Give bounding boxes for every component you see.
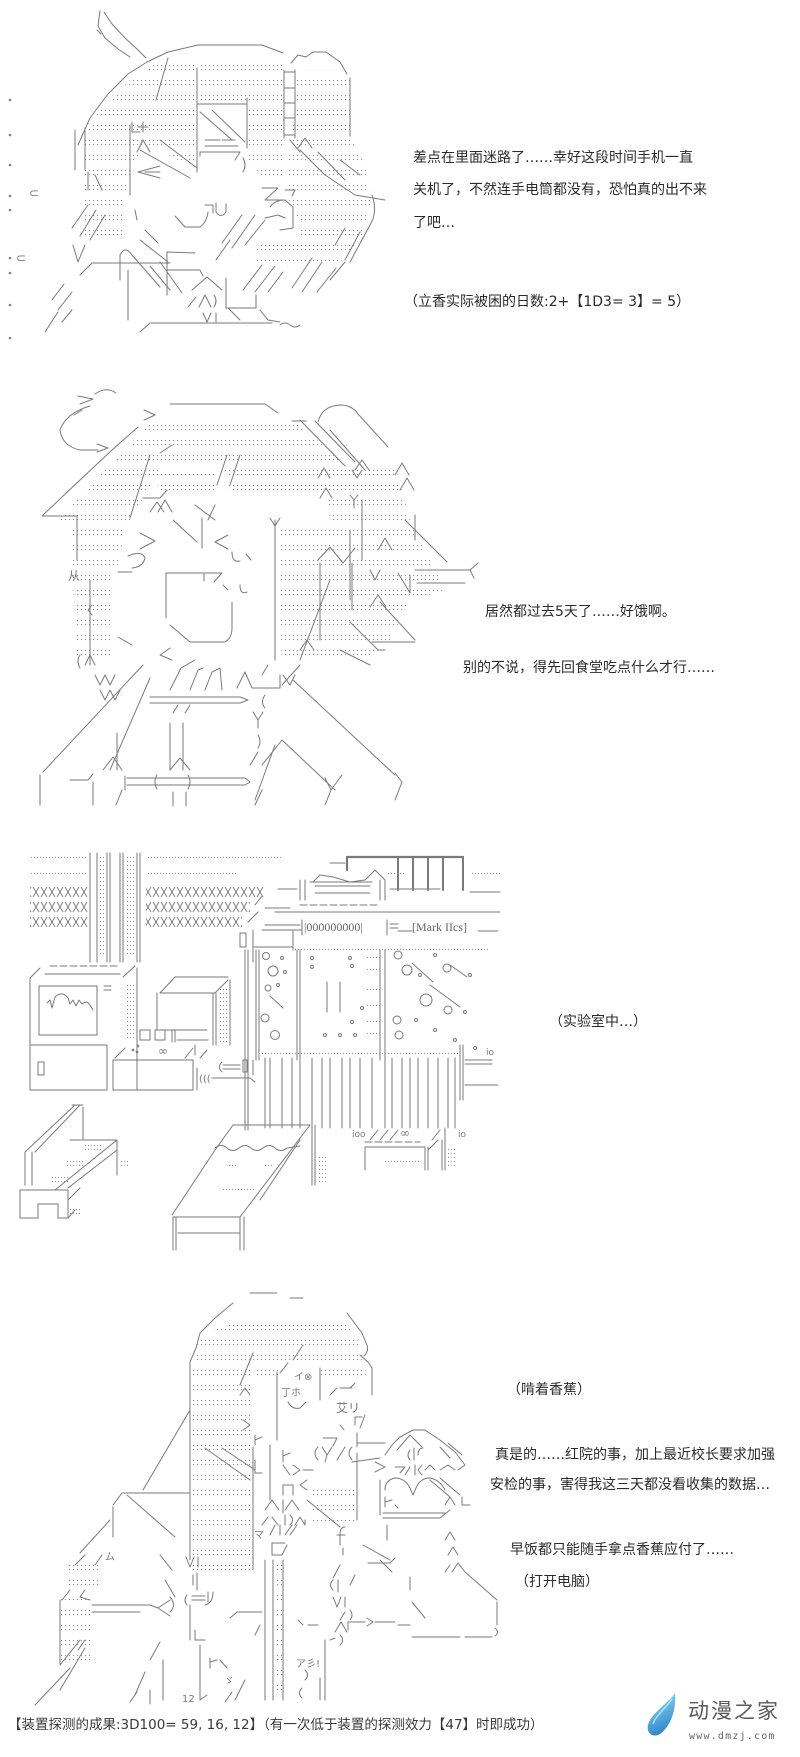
panel-2-dialogue-line-2: 别的不说，得先回食堂吃点什么才行…… bbox=[463, 660, 715, 676]
side-marks: ⊂ ⊂ bbox=[8, 98, 39, 340]
watermark-logo: 动漫之家 www.dmzj.com bbox=[643, 1688, 793, 1748]
watermark-url: www.dmzj.com bbox=[689, 1731, 776, 1742]
collar: マ bbox=[254, 1499, 341, 1701]
collar-and-shoulders bbox=[44, 239, 301, 333]
body-and-collar bbox=[39, 659, 403, 807]
hook-glyph-1: ⊂ bbox=[29, 186, 39, 200]
hair-right bbox=[299, 537, 416, 666]
face bbox=[117, 499, 281, 661]
bed bbox=[171, 1124, 326, 1251]
dice-roll-result: 【装置探测的成果:3D100= 59, 16, 12】（有一次低于装置的探测效力… bbox=[8, 1717, 544, 1733]
watermark-name: 动漫之家 bbox=[688, 1699, 780, 1723]
panel-4-action-2: （打开电脑） bbox=[515, 1574, 599, 1590]
machine-body: io bbox=[239, 929, 499, 1131]
cable-glyph: ((( bbox=[199, 1074, 211, 1085]
face: イ⊗ 丁ホ 艾リ bbox=[204, 1372, 366, 1501]
face-glyph: 艾リ bbox=[336, 1401, 360, 1415]
infinity-glyph-2: ∞ bbox=[400, 1126, 410, 1140]
panel-1-dialogue-line-3: 了吧… bbox=[413, 215, 455, 231]
panel-1-art-girl-closeup: ⊂ ⊂ bbox=[8, 10, 386, 340]
hair-strands bbox=[71, 127, 386, 293]
panel-3-caption: （实验室中…） bbox=[549, 1014, 647, 1030]
companion-creature bbox=[374, 1429, 498, 1638]
panel-2-art-girl-with-hat: 从 bbox=[39, 389, 479, 807]
valve-glyph: io bbox=[486, 1048, 495, 1058]
panel-4-art-girl-eating-banana: イ⊗ 丁ホ 艾リ マ bbox=[34, 1292, 498, 1706]
panel-4-dialogue-line-1: 真是的……红院的事，加上最近校长要求加强 bbox=[495, 1447, 775, 1463]
infinity-glyph-1: ∞ bbox=[158, 1044, 168, 1058]
counter-label: |000000000| bbox=[304, 920, 363, 934]
hair-shading bbox=[82, 55, 372, 262]
panel-4-action: （啃着香蕉） bbox=[507, 1382, 591, 1398]
left-arm-and-body: ム ゞ ア彡! 12 bbox=[34, 1446, 326, 1706]
machine-top: |000000000| [Mark IIcs] bbox=[261, 855, 501, 936]
sleeve-glyph: ア彡! bbox=[296, 1659, 320, 1670]
panel-4-dialogue-line-2: 安检的事，害得我这三天都没看收集的数据… bbox=[490, 1477, 770, 1493]
right-arm bbox=[297, 1526, 411, 1646]
droplet-logo-icon bbox=[647, 1693, 676, 1736]
hair-left: 从 bbox=[68, 569, 173, 701]
face bbox=[129, 121, 296, 261]
arm-glyph: ム bbox=[105, 1551, 115, 1563]
wall-pipes bbox=[30, 852, 301, 963]
collar-glyph: マ bbox=[254, 1530, 264, 1541]
table-glyph-1: ioo bbox=[352, 1130, 366, 1140]
body-glyph: ゞ bbox=[224, 1676, 234, 1687]
bottom-glyph: 12 bbox=[182, 1694, 195, 1705]
hat-outline bbox=[41, 403, 479, 601]
side-table: ioo ∞ io bbox=[352, 1126, 467, 1171]
table-glyph-2: io bbox=[458, 1130, 467, 1140]
hat-shading bbox=[58, 425, 445, 665]
second-monitor-and-keyboard: ∞ ((( bbox=[112, 976, 256, 1091]
panel-3-art-laboratory: |000000000| [Mark IIcs] bbox=[19, 852, 501, 1251]
head-outline bbox=[112, 1292, 373, 1561]
hair-glyph: イ⊗ bbox=[294, 1372, 312, 1383]
panel-1-dialogue-line-2: 关机了，不然连手电筒都没有，恐怕真的出不来 bbox=[413, 182, 707, 198]
hair-shading bbox=[60, 1322, 367, 1700]
panel-1-dialogue-line-1: 差点在里面迷路了……幸好这段时间手机一直 bbox=[413, 150, 693, 166]
machine-label-mark-iics: [Mark IIcs] bbox=[412, 920, 467, 934]
computer-monitor bbox=[29, 965, 138, 1091]
hair-glyph: 从 bbox=[68, 569, 80, 583]
bench bbox=[19, 1104, 130, 1219]
ahoge bbox=[96, 10, 147, 59]
head-outline bbox=[77, 44, 351, 179]
hook-glyph-2: ⊂ bbox=[16, 251, 26, 265]
panel-4-dialogue-line-3: 早饭都只能随手拿点香蕉应付了…… bbox=[510, 1542, 734, 1558]
panel-2-dialogue-line-1: 居然都过去5天了……好饿啊。 bbox=[485, 604, 676, 620]
ribbon bbox=[59, 389, 117, 453]
eye-glyph: 丁ホ bbox=[281, 1387, 301, 1399]
panel-1-dice-note: （立香实际被困的日数:2+【1D3= 3】= 5） bbox=[404, 294, 691, 310]
banana-hand bbox=[314, 1432, 386, 1521]
